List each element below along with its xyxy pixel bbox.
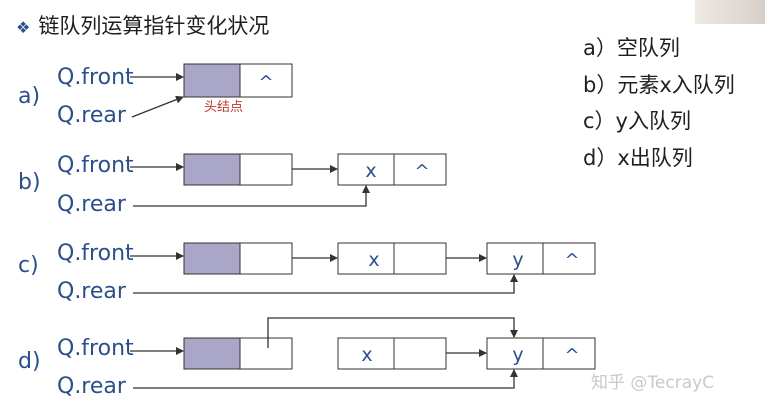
row-b-front-label: Q.front bbox=[57, 153, 134, 178]
row-d-y-node-next bbox=[542, 337, 596, 370]
row-a-head-node-data bbox=[183, 63, 241, 98]
row-c-rear-arrow bbox=[133, 274, 518, 294]
row-a-rear-label: Q.rear bbox=[57, 103, 127, 128]
row-b-x-value: x bbox=[365, 160, 376, 182]
row-c-rear-label: Q.rear bbox=[57, 279, 127, 304]
row-d-x-node-next bbox=[393, 337, 447, 370]
slide-title: ❖ 链队列运算指针变化状况 bbox=[16, 10, 269, 40]
row-d-null-symbol: ^ bbox=[564, 345, 579, 366]
row-c-y-node-data bbox=[486, 242, 544, 275]
row-a-label: a) bbox=[18, 84, 40, 109]
corner-photo bbox=[695, 0, 765, 24]
watermark: 知乎 @TecrayC bbox=[591, 373, 715, 393]
row-c-y-node-next bbox=[542, 242, 596, 275]
title-text: 链队列运算指针变化状况 bbox=[38, 14, 270, 38]
row-a-head-node-next bbox=[239, 63, 293, 98]
diamond-bullet-icon: ❖ bbox=[16, 18, 31, 37]
row-d-front-label: Q.front bbox=[57, 336, 134, 361]
row-c-x-node-next bbox=[393, 242, 447, 275]
row-b-rear-label: Q.rear bbox=[57, 192, 127, 217]
legend-a: a）空队列 bbox=[583, 36, 680, 60]
row-a-null-symbol: ^ bbox=[258, 72, 273, 93]
row-b-x-node-next bbox=[393, 153, 447, 186]
row-d-label: d) bbox=[18, 349, 41, 374]
row-a-rear-arrow bbox=[131, 95, 184, 118]
row-d-bypass-arrow bbox=[267, 317, 518, 348]
row-b-label: b) bbox=[18, 170, 41, 195]
row-c-head-node-data bbox=[183, 242, 241, 275]
row-c-front-label: Q.front bbox=[57, 241, 134, 266]
row-c-y-value: y bbox=[512, 249, 523, 271]
row-d-rear-arrow bbox=[133, 369, 518, 389]
row-c-x-value: x bbox=[368, 249, 379, 271]
row-b-head-node-data bbox=[183, 153, 241, 186]
legend-c: c）y入队列 bbox=[583, 109, 691, 133]
row-d-x-value: x bbox=[361, 344, 372, 366]
row-c-x-node-data bbox=[337, 242, 395, 275]
legend-d: d）x出队列 bbox=[583, 146, 693, 170]
row-b-head-node-next bbox=[239, 153, 293, 186]
row-d-head-node-next bbox=[239, 337, 293, 370]
row-d-rear-label: Q.rear bbox=[57, 374, 127, 399]
row-c-head-node-next bbox=[239, 242, 293, 275]
row-a: a) Q.front Q.rear ^ 头结点 bbox=[18, 63, 293, 128]
legend-b: b）元素x入队列 bbox=[583, 73, 735, 97]
row-b: b) Q.front Q.rear x ^ bbox=[18, 153, 447, 217]
row-d-x-node-data bbox=[337, 337, 395, 370]
row-c-label: c) bbox=[18, 253, 39, 278]
row-b-rear-arrow bbox=[133, 185, 370, 207]
row-d-y-value: y bbox=[512, 344, 523, 366]
row-c-null-symbol: ^ bbox=[564, 250, 579, 271]
row-d-head-node-data bbox=[183, 337, 241, 370]
row-d: d) Q.front Q.rear x y ^ bbox=[18, 317, 596, 399]
row-b-null-symbol: ^ bbox=[414, 161, 429, 182]
row-c: c) Q.front Q.rear x y ^ bbox=[18, 241, 596, 304]
head-node-note: 头结点 bbox=[204, 100, 243, 115]
row-a-front-label: Q.front bbox=[57, 65, 134, 90]
